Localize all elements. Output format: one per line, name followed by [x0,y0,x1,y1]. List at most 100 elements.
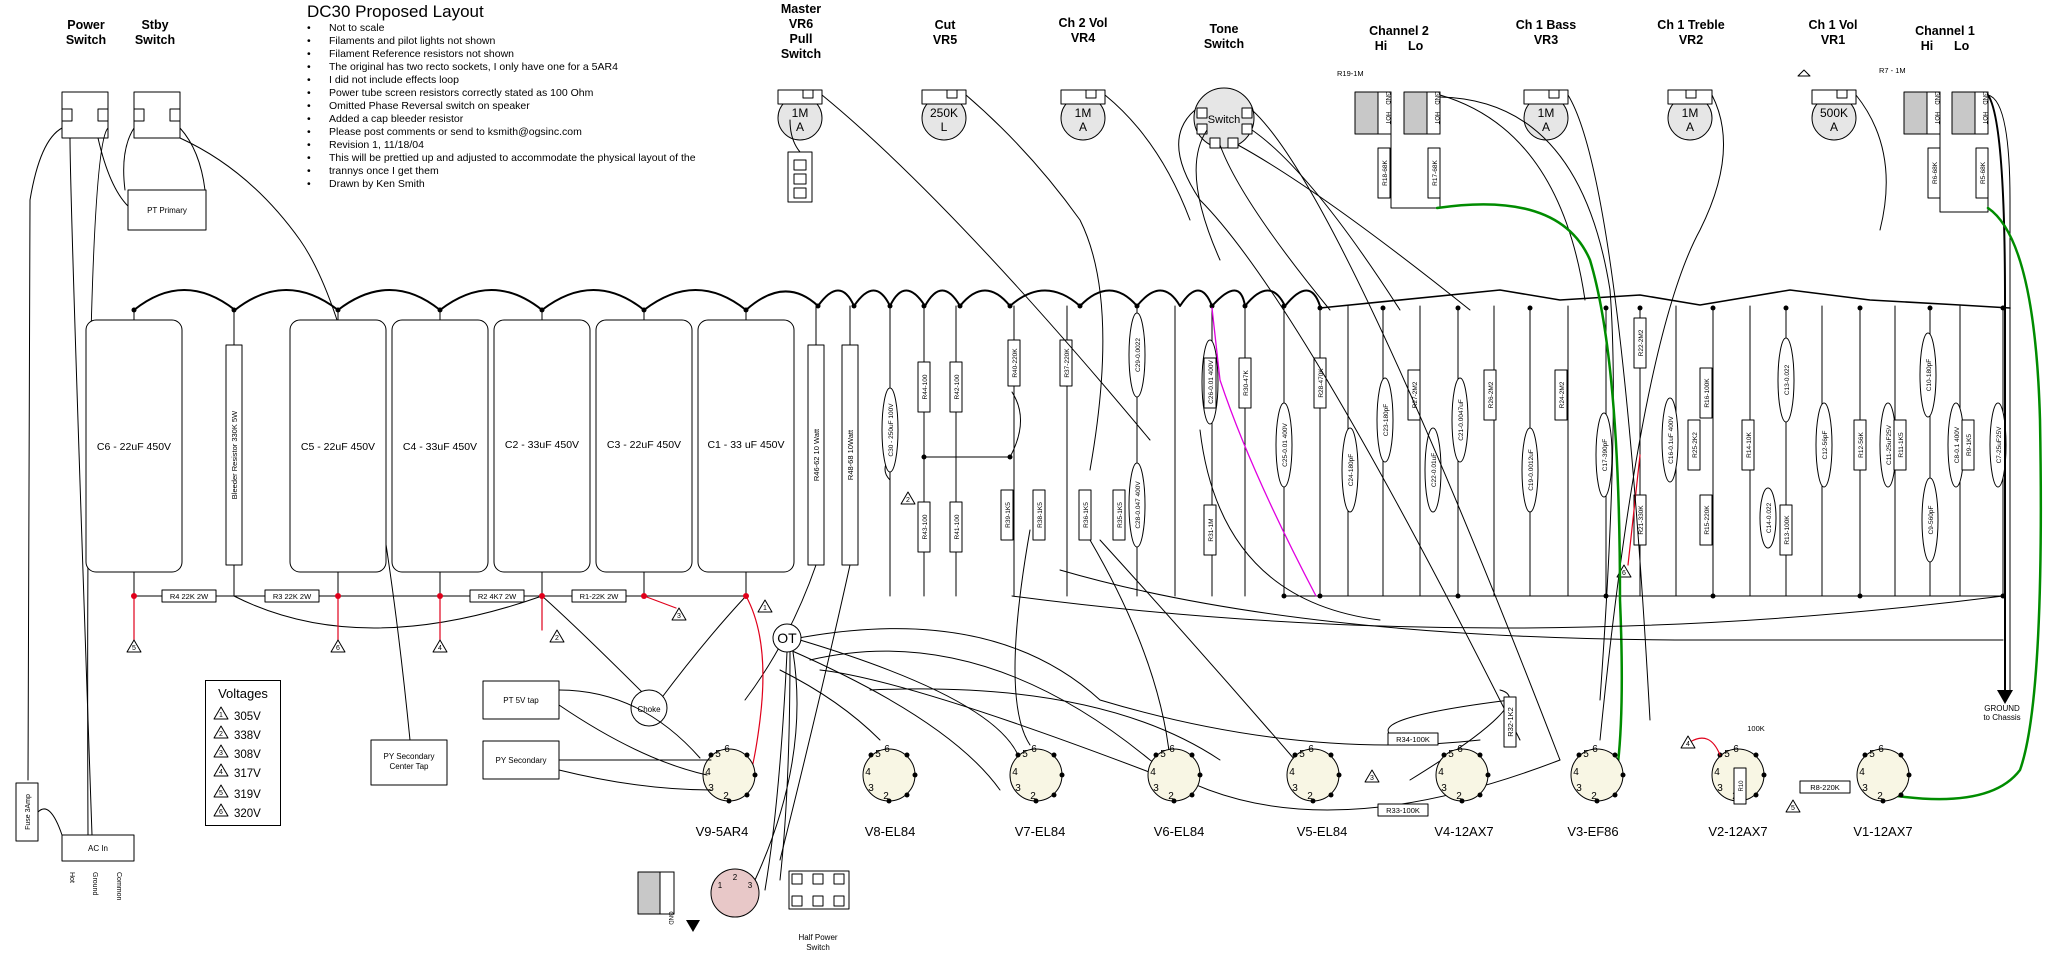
note-item: trannys once I get them [307,165,696,178]
svg-text:V4-12AX7: V4-12AX7 [1434,824,1493,839]
cap-c5-label: C5 - 22uF 450V [301,441,375,453]
svg-text:V1-12AX7: V1-12AX7 [1853,824,1912,839]
tube-labels: V9-5AR4 V8-EL84 V7-EL84 V6-EL84 V5-EL84 … [696,824,1913,839]
jack-ch1-hi[interactable] [1903,91,1941,135]
svg-text:2: 2 [723,791,729,802]
note-item: Not to scale [307,22,696,35]
svg-text:3: 3 [1576,783,1582,794]
pt-center-tap-box [370,739,448,786]
cap-c1-label: C1 - 33 uF 450V [707,439,784,451]
choke[interactable] [630,689,668,727]
svg-text:V3-EF86: V3-EF86 [1567,824,1618,839]
header-cut: Cut VR5 [932,18,958,47]
svg-text:3: 3 [708,783,714,794]
svg-text:2: 2 [555,635,559,642]
r34-label: R34-100K [1396,735,1430,744]
r19-label: R19-1M [1337,69,1364,78]
svg-text:5: 5 [132,645,136,652]
cap-c4-label: C4 - 33uF 450V [403,441,477,453]
half-power-switch[interactable] [788,870,850,910]
svg-text:R42-100: R42-100 [954,374,961,399]
svg-text:6: 6 [1457,744,1463,755]
voltage-markers-psu [126,599,773,653]
pot-ch1vol-taper: A [1830,120,1838,134]
pot-cut[interactable] [921,89,967,141]
legend-triangles [213,706,229,817]
svg-text:5: 5 [1583,749,1589,760]
svg-text:2: 2 [1030,791,1036,802]
svg-text:R39-1K5: R39-1K5 [1005,502,1012,528]
tube-sockets[interactable] [702,748,1910,802]
svg-text:C29-0.0022: C29-0.0022 [1135,338,1142,372]
svg-text:R16-100K: R16-100K [1704,378,1711,408]
svg-text:6: 6 [884,744,890,755]
svg-text:C17-390pF: C17-390pF [1602,439,1609,472]
stby-switch[interactable] [133,91,181,139]
pot-ch1-vol[interactable] [1797,69,1857,141]
pt-center-tap-label-2: Center Tap [390,762,430,771]
svg-text:R40-220K: R40-220K [1012,348,1019,378]
r8-label: R8-220K [1810,783,1840,792]
svg-text:R35-1K5: R35-1K5 [1117,502,1124,528]
jack-ch1-lo[interactable] [1951,91,1989,135]
r48-label: R48-68 10Watt [846,429,855,480]
svg-text:2: 2 [1591,791,1597,802]
output-jack[interactable] [637,871,675,915]
svg-text:5: 5 [1160,749,1166,760]
preamp-part-labels: C30 - 250uF 100V R44-100 R43-100 R42-100… [888,329,2003,544]
header-power-switch: Power Switch [65,18,107,47]
svg-text:C10-180pF: C10-180pF [1926,359,1933,392]
pink-socket[interactable] [710,868,760,918]
svg-text:Common: Common [115,872,122,901]
pot-ch1-treble[interactable] [1667,89,1713,141]
fuse-ac-wire [37,808,63,836]
pot-treble-taper: A [1686,120,1694,134]
ground-arrow-line [1987,94,2006,691]
jack-resistors [1377,147,1989,199]
svg-text:C8-0.1 400V: C8-0.1 400V [1954,426,1961,463]
r46-label: R46-62 10 Watt [812,428,821,481]
svg-text:HOT: HOT [1981,112,1987,125]
svg-text:C9-560pF: C9-560pF [1928,506,1935,535]
pot-master[interactable] [777,89,823,141]
svg-text:C26-0.01 400V: C26-0.01 400V [1208,359,1215,403]
svg-text:3: 3 [1862,783,1868,794]
svg-text:4: 4 [1438,767,1444,778]
svg-text:R43-100: R43-100 [922,514,929,539]
ground-arrowhead [1997,690,2013,704]
svg-text:6: 6 [1592,744,1598,755]
svg-text:3: 3 [219,750,223,757]
svg-text:4: 4 [865,767,871,778]
magenta-wire [1211,307,1317,597]
svg-text:5: 5 [1022,749,1028,760]
cap-c2-label: C2 - 33uF 450V [505,439,579,451]
svg-text:R9-1K5: R9-1K5 [1966,434,1973,456]
svg-text:HOT: HOT [1933,112,1939,125]
voltages-legend: Voltages 305V 338V 308V 317V 319V 320V [205,680,281,826]
note-item: I did not include effects loop [307,74,696,87]
svg-text:R15-220K: R15-220K [1704,505,1711,535]
ac-in-box[interactable] [61,834,135,862]
svg-text:R14-10K: R14-10K [1746,432,1753,458]
r33-label: R33-100K [1386,806,1420,815]
pot-bass-taper: A [1542,120,1550,134]
r4-label: R4 22K 2W [170,592,209,601]
jack-ch2-hi[interactable] [1354,91,1392,135]
voltage-value: 320V [234,808,261,820]
pot-treble-value: 1M [1682,106,1699,120]
pot-ch2-vol[interactable] [1060,89,1106,141]
svg-text:V9-5AR4: V9-5AR4 [696,824,749,839]
junction-dots [131,303,2006,599]
tone-switch[interactable] [1193,87,1255,149]
svg-text:R26-2M2: R26-2M2 [1488,381,1495,408]
power-switch[interactable] [61,91,109,139]
svg-text:HOT: HOT [1433,112,1439,125]
page-title: DC30 Proposed Layout [307,2,484,21]
jack-ch2-lo[interactable] [1403,91,1441,135]
pt-center-tap-label-1: PY Secondary [384,752,435,761]
r2-label: R2 4K7 2W [478,592,517,601]
svg-text:6: 6 [219,809,223,816]
svg-text:3: 3 [1441,783,1447,794]
svg-text:2: 2 [1168,791,1174,802]
